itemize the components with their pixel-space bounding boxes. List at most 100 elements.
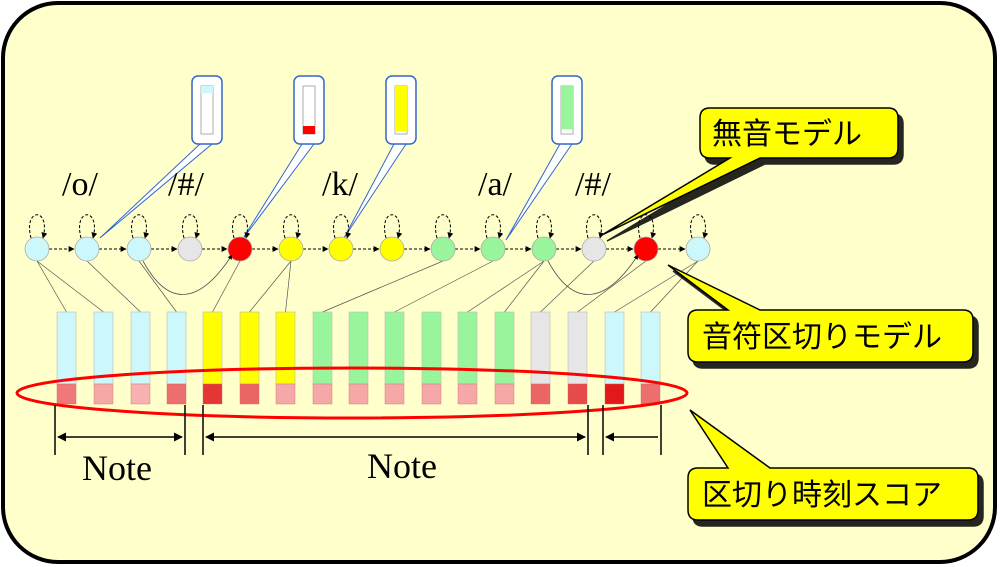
note-label-2: Note (367, 446, 437, 486)
self-loop-arrow (384, 214, 403, 239)
alignment-link (504, 260, 545, 313)
self-loop-arrow (638, 214, 657, 239)
note-label-1: Note (82, 448, 152, 488)
self-loop-arrow (182, 214, 201, 239)
boundary-score-cell (275, 383, 296, 405)
alignment-link (36, 260, 104, 313)
note-span-markers (54, 405, 662, 455)
frame-bar-o (56, 311, 77, 385)
frame-bar-o (93, 311, 114, 385)
hmm-state-silence (177, 236, 203, 262)
frame-bar-k (202, 311, 223, 385)
frame-bar-a (494, 311, 515, 385)
callout-boundary-time-score: 区切り時刻スコア (687, 409, 979, 521)
inset-gauge-fill-o (201, 86, 213, 94)
alignment-link (394, 260, 494, 313)
alignment-link (36, 260, 67, 313)
self-loop-arrow (131, 214, 150, 239)
frame-bar-k (239, 311, 260, 385)
self-loop-arrow (485, 214, 504, 239)
boundary-score-cell (130, 383, 151, 405)
phoneme-label-a: /a/ (478, 166, 513, 203)
self-loop-arrow (690, 214, 709, 239)
alignment-link (249, 260, 292, 313)
frame-bar-o (604, 311, 625, 385)
frame-bar-a (384, 311, 405, 385)
state-frame-connectors (36, 260, 699, 313)
boundary-score-cell (93, 383, 114, 405)
self-loop-arrow (29, 214, 48, 239)
boundary-score-cell (348, 383, 369, 405)
frame-bars (56, 311, 661, 405)
self-loop-arrow (435, 214, 454, 239)
boundary-score-cell (494, 383, 515, 405)
frame-bar-a (348, 311, 369, 385)
hmm-state-k (278, 236, 304, 262)
skip-transition-arrow (547, 254, 639, 295)
boundary-score-cell (604, 383, 625, 405)
boundary-score-cell (312, 383, 333, 405)
alignment-link (86, 260, 141, 313)
phoneme-label-silence-1: /#/ (168, 166, 204, 203)
phoneme-label-k: /k/ (322, 166, 358, 203)
hmm-state-boundary (633, 236, 659, 262)
hmm-state-o (685, 236, 711, 262)
self-loop-arrow (283, 214, 302, 239)
inset-gauge-fill-k (395, 86, 407, 132)
inset-pointer (99, 143, 213, 239)
frame-bar-a (457, 311, 478, 385)
boundary-score-cell (239, 383, 260, 405)
hmm-state-o (126, 236, 152, 262)
callout-boundary-time-score-text: 区切り時刻スコア (702, 478, 942, 513)
frame-bar-o (640, 311, 661, 385)
boundary-score-cell (202, 383, 223, 405)
callout-silence-model: 無音モデル (601, 107, 899, 236)
boundary-score-cell (384, 383, 405, 405)
alignment-link (467, 260, 545, 313)
hmm-state-o (24, 236, 50, 262)
alignment-link (322, 260, 444, 313)
alignment-link (614, 260, 699, 313)
alignment-link (650, 260, 699, 313)
hmm-state-k (379, 236, 405, 262)
alignment-link (285, 260, 292, 313)
frame-bar-k (275, 311, 296, 385)
hmm-state-a (531, 236, 557, 262)
hmm-state-a (480, 236, 506, 262)
boundary-score-cell (421, 383, 442, 405)
self-loop-arrow (232, 214, 251, 239)
self-loop-arrow (333, 214, 352, 239)
phoneme-label-silence-2: /#/ (575, 166, 611, 203)
inset-gauge-fill-boundary (303, 126, 315, 134)
self-loop-arrow (586, 214, 605, 239)
boundary-score-cell (457, 383, 478, 405)
alignment-link (212, 260, 241, 313)
boundary-score-cell (640, 383, 661, 405)
boundary-score-cell (56, 383, 77, 405)
frame-bar-a (421, 311, 442, 385)
boundary-score-cell (166, 383, 187, 405)
callout-note-boundary-model: 音符区切りモデル (667, 264, 974, 363)
callout-note-boundary-model-text: 音符区切りモデル (702, 320, 942, 355)
boundary-score-cell (567, 383, 588, 405)
alignment-link (577, 260, 647, 313)
hmm-state-k (328, 236, 354, 262)
inset-pointer (505, 143, 573, 241)
boundary-score-cell (530, 383, 551, 405)
hmm-states (24, 214, 711, 295)
inset-gauge-fill-a (561, 86, 573, 130)
phoneme-label-o: /o/ (62, 166, 98, 203)
self-loop-arrow (79, 214, 98, 239)
frame-bar-a (312, 311, 333, 385)
skip-transition-arrow (142, 254, 233, 295)
hmm-state-silence (581, 236, 607, 262)
hmm-state-boundary (227, 236, 253, 262)
inset-callouts (99, 75, 583, 241)
callout-silence-model-text: 無音モデル (712, 117, 862, 152)
hmm-state-o (74, 236, 100, 262)
hmm-state-a (430, 236, 456, 262)
alignment-link (138, 260, 177, 313)
boundary-score-ellipse (15, 366, 689, 420)
self-loop-arrow (536, 214, 555, 239)
